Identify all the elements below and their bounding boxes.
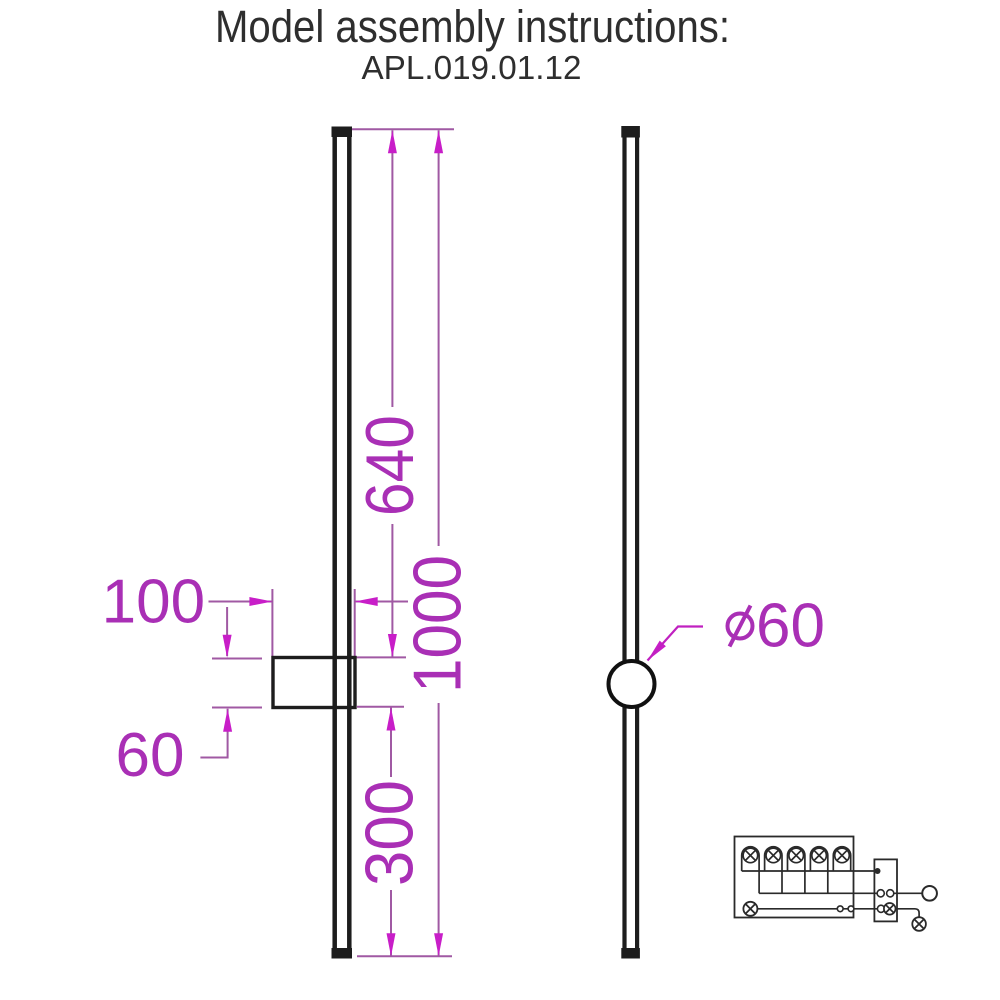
svg-text:60: 60 xyxy=(756,592,825,661)
svg-text:1000: 1000 xyxy=(400,555,476,693)
svg-text:60: 60 xyxy=(116,721,185,790)
svg-text:Model assembly instructions:: Model assembly instructions: xyxy=(215,1,730,52)
svg-text:300: 300 xyxy=(352,780,428,886)
svg-text:APL.019.01.12: APL.019.01.12 xyxy=(362,49,582,86)
svg-text:100: 100 xyxy=(102,567,205,636)
svg-text:640: 640 xyxy=(352,415,428,516)
